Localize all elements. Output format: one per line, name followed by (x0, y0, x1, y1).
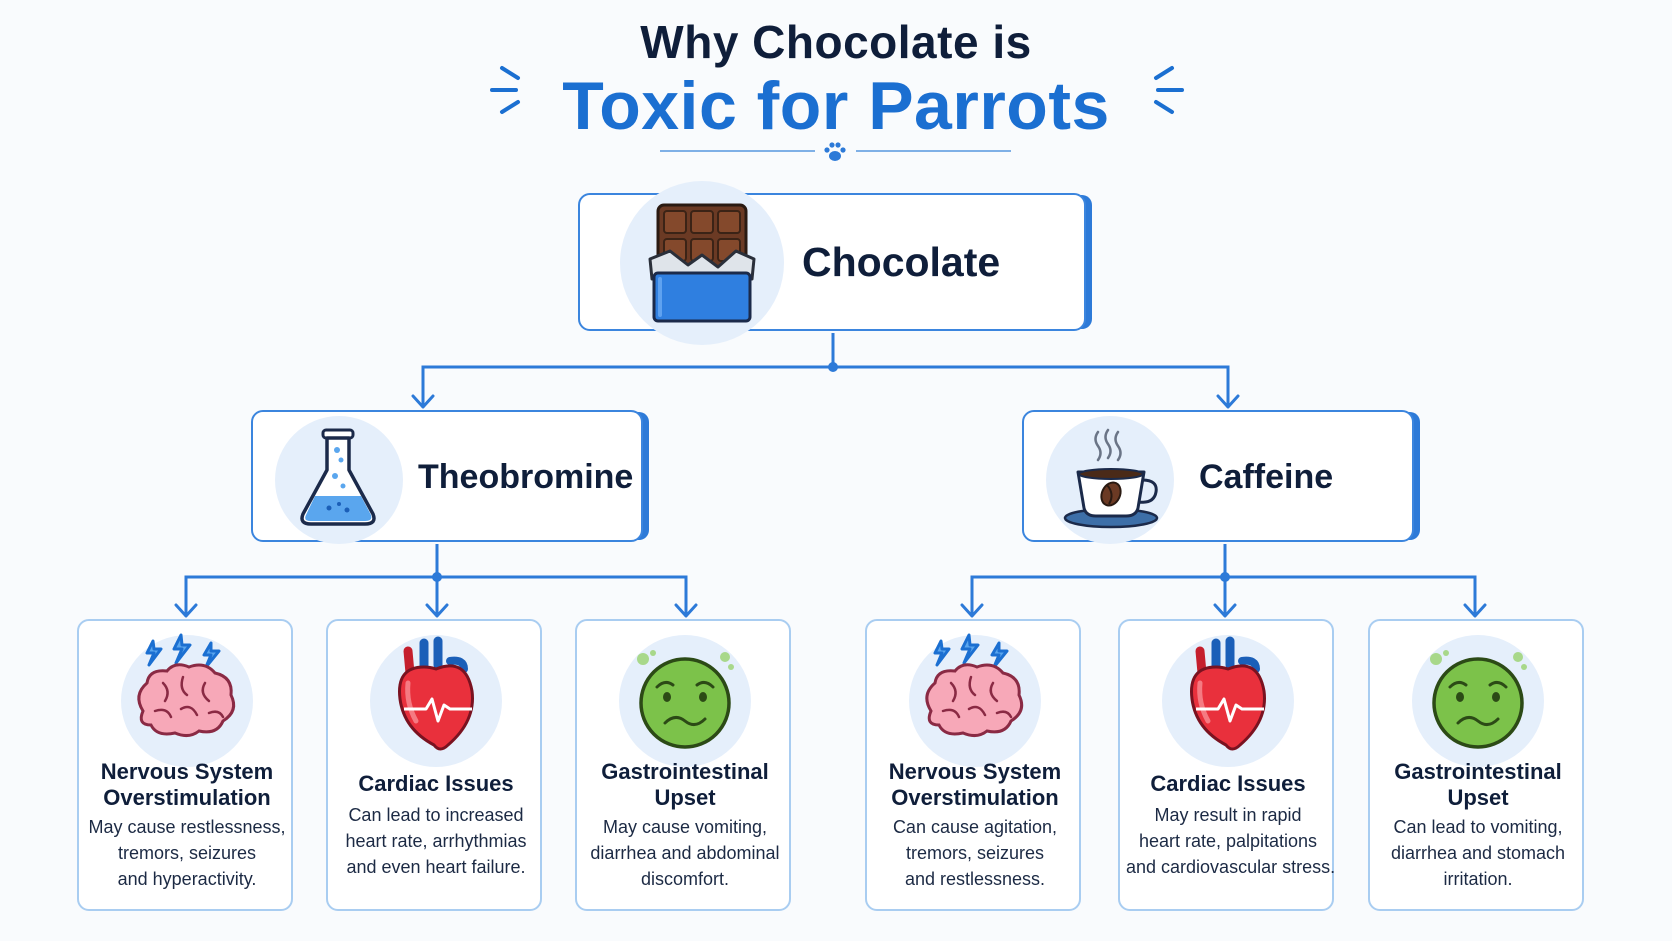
effect-title-line: Overstimulation (891, 785, 1059, 810)
effect-title-line: Gastrointestinal (1394, 759, 1562, 784)
effect-description: Can cause agitation, tremors, seizures and… (873, 814, 1077, 892)
effect-description-line: tremors, seizures (117, 843, 257, 863)
effect-description-line: May result in rapid (1154, 805, 1302, 825)
title-divider-right (856, 150, 1011, 152)
heart-icon (398, 636, 474, 751)
effect-description-line: and even heart failure. (346, 857, 526, 877)
effect-title-line: Cardiac Issues (1150, 771, 1306, 796)
effect-description-line: and cardiovascular stress. (1126, 857, 1336, 877)
effect-description-line: irritation. (1443, 869, 1513, 889)
caffeine-node: Caffeine (1022, 410, 1414, 544)
effect-title: Cardiac Issues (332, 771, 540, 797)
effect-title-line: Nervous System (100, 759, 274, 784)
effect-description: May result in rapid heart rate, palpitati… (1126, 802, 1336, 880)
nauseous-face-icon (637, 650, 734, 749)
effect-description-line: heart rate, palpitations (1138, 831, 1318, 851)
chocolate-node: Chocolate (578, 181, 1086, 345)
effect-description-line: heart rate, arrhythmias (345, 831, 527, 851)
title-line-2: Toxic for Parrots (562, 68, 1110, 144)
effect-description-line: Can lead to increased (348, 805, 524, 825)
effect-description-line: diarrhea and stomach (1390, 843, 1566, 863)
brain-icon (137, 633, 236, 738)
diagram-title: Why Chocolate is Toxic for Parrots (0, 14, 1672, 144)
effect-description-line: diarrhea and abdominal (590, 843, 780, 863)
effect-title-line: Nervous System (888, 759, 1062, 784)
effect-description-line: May cause vomiting, (602, 817, 768, 837)
theobromine-node: Theobromine (251, 410, 643, 544)
effect-description: May cause vomiting, diarrhea and abdomina… (583, 814, 787, 892)
effect-description-line: Can lead to vomiting, (1393, 817, 1563, 837)
effect-description: Can lead to vomiting, diarrhea and stomac… (1376, 814, 1580, 892)
effect-title-line: Overstimulation (103, 785, 271, 810)
effect-description-line: discomfort. (640, 869, 730, 889)
sparkle-left-icon (490, 66, 520, 114)
effect-description-line: May cause restlessness, (88, 817, 286, 837)
effect-description: May cause restlessness, tremors, seizures… (85, 814, 289, 892)
effect-description: Can lead to increased heart rate, arrhyth… (334, 802, 538, 880)
effect-description-line: and restlessness. (904, 869, 1046, 889)
effect-title-line: Cardiac Issues (358, 771, 514, 796)
effect-title-line: Upset (1447, 785, 1509, 810)
title-line-1: Why Chocolate is (640, 16, 1032, 68)
effect-description-line: Can cause agitation, (892, 817, 1058, 837)
brain-icon (925, 633, 1024, 738)
effect-title: Cardiac Issues (1124, 771, 1332, 797)
effect-title-line: Upset (654, 785, 716, 810)
effect-description-line: and hyperactivity. (117, 869, 257, 889)
title-divider-left (660, 150, 815, 152)
flask-icon (300, 428, 376, 526)
effect-title-line: Gastrointestinal (601, 759, 769, 784)
theobromine-label: Theobromine (418, 458, 634, 496)
chocolate-label: Chocolate (802, 239, 1001, 285)
coffee-cup-icon (1063, 428, 1159, 529)
effect-description-line: tremors, seizures (905, 843, 1045, 863)
caffeine-label: Caffeine (1199, 458, 1334, 496)
sparkle-right-icon (1154, 66, 1184, 114)
nauseous-face-icon (1430, 650, 1527, 749)
paw-print-icon (824, 142, 846, 161)
chocolate-bar-icon (648, 203, 756, 323)
heart-icon (1190, 636, 1266, 751)
